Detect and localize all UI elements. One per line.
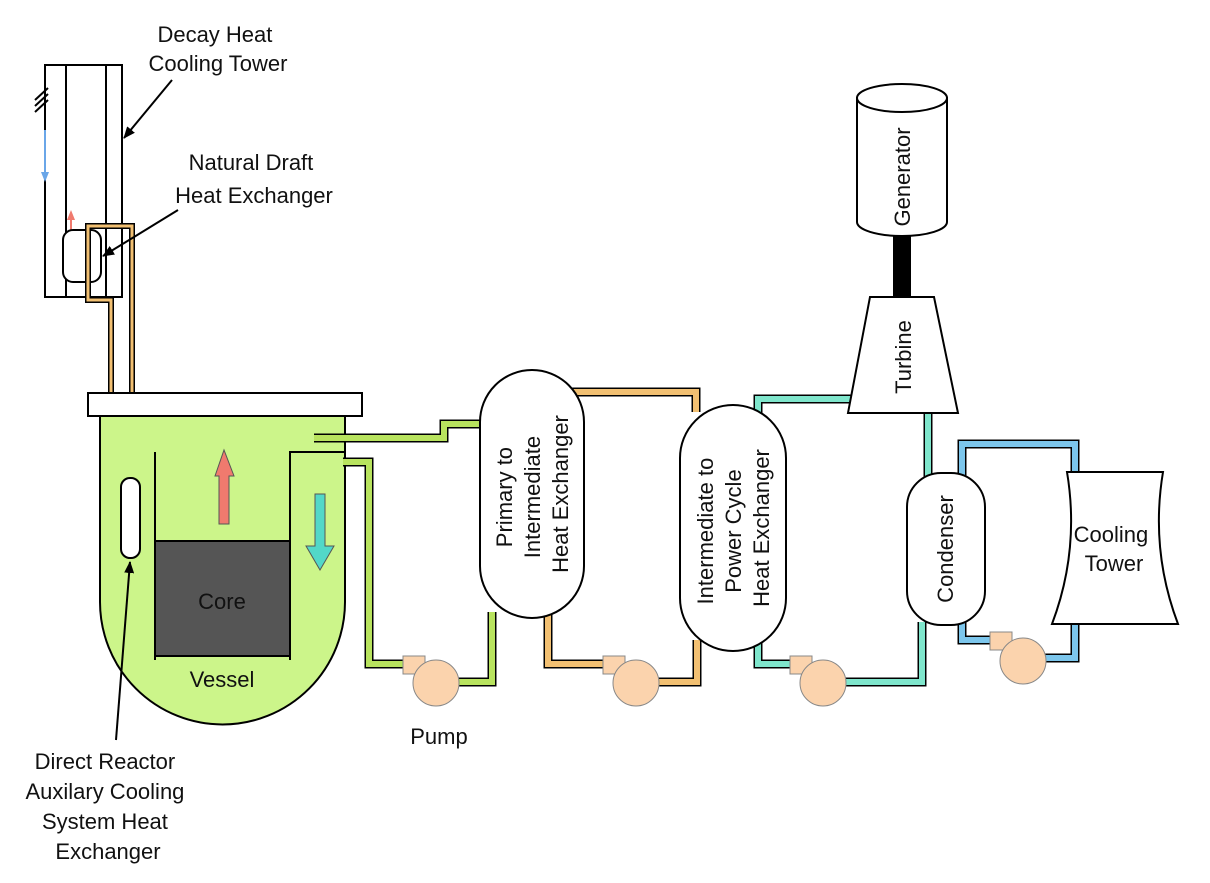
- power-cycle-loop-pipe: [753, 394, 933, 687]
- condenser: [906, 472, 986, 626]
- pump-icon: [402, 655, 460, 707]
- natural-draft-hx-arrow: [102, 209, 179, 257]
- cooling-tower-label: Cooling Tower: [1074, 522, 1155, 576]
- primary-to-intermediate-heat-exchanger: [479, 369, 585, 619]
- primary-hx-label: Primary to Intermediate Heat Exchanger: [492, 415, 573, 573]
- condenser-label: Condenser: [933, 495, 958, 603]
- down-flow-arrow-icon: [305, 493, 335, 571]
- shaft: [893, 236, 911, 300]
- pump-icon: [989, 631, 1047, 685]
- turbine: [846, 296, 960, 414]
- intermediate-loop-pipe: [543, 387, 702, 687]
- decay-heat-tower-label: Decay Heat Cooling Tower: [148, 22, 287, 76]
- down-flow-arrow-icon: [41, 130, 49, 182]
- pump-label: Pump: [410, 724, 467, 749]
- cooling-water-loop-pipe: [957, 439, 1080, 663]
- turbine-label: Turbine: [891, 320, 916, 394]
- core: [154, 540, 291, 657]
- natural-draft-hx-label: Natural Draft Heat Exchanger: [175, 150, 333, 208]
- natural-draft-heat-exchanger: [62, 229, 102, 283]
- generator: [856, 97, 948, 237]
- draccs-heat-exchanger: [120, 477, 141, 559]
- cooling-tower: [1050, 471, 1180, 625]
- vessel-label: Vessel: [190, 667, 255, 692]
- pump-icon: [602, 655, 660, 707]
- decay-heat-cooling-tower: [34, 64, 123, 298]
- louver-icon: [34, 87, 49, 113]
- draccs-hx-arrow: [115, 561, 135, 741]
- decay-heat-tower-arrow: [123, 79, 173, 139]
- generator-turbine: [846, 83, 960, 414]
- intermediate-to-power-cycle-heat-exchanger: [679, 404, 787, 652]
- draccs-hx-label: Direct Reactor Auxilary Cooling System H…: [25, 749, 190, 864]
- generator-label: Generator: [890, 127, 915, 226]
- intermediate-hx-label: Intermediate to Power Cycle Heat Exchang…: [693, 449, 774, 607]
- vessel-lid: [87, 392, 363, 417]
- pump-icon: [789, 655, 847, 707]
- core-label: Core: [198, 589, 246, 614]
- primary-loop-pipe: [314, 419, 497, 687]
- reactor-vessel: [87, 392, 363, 726]
